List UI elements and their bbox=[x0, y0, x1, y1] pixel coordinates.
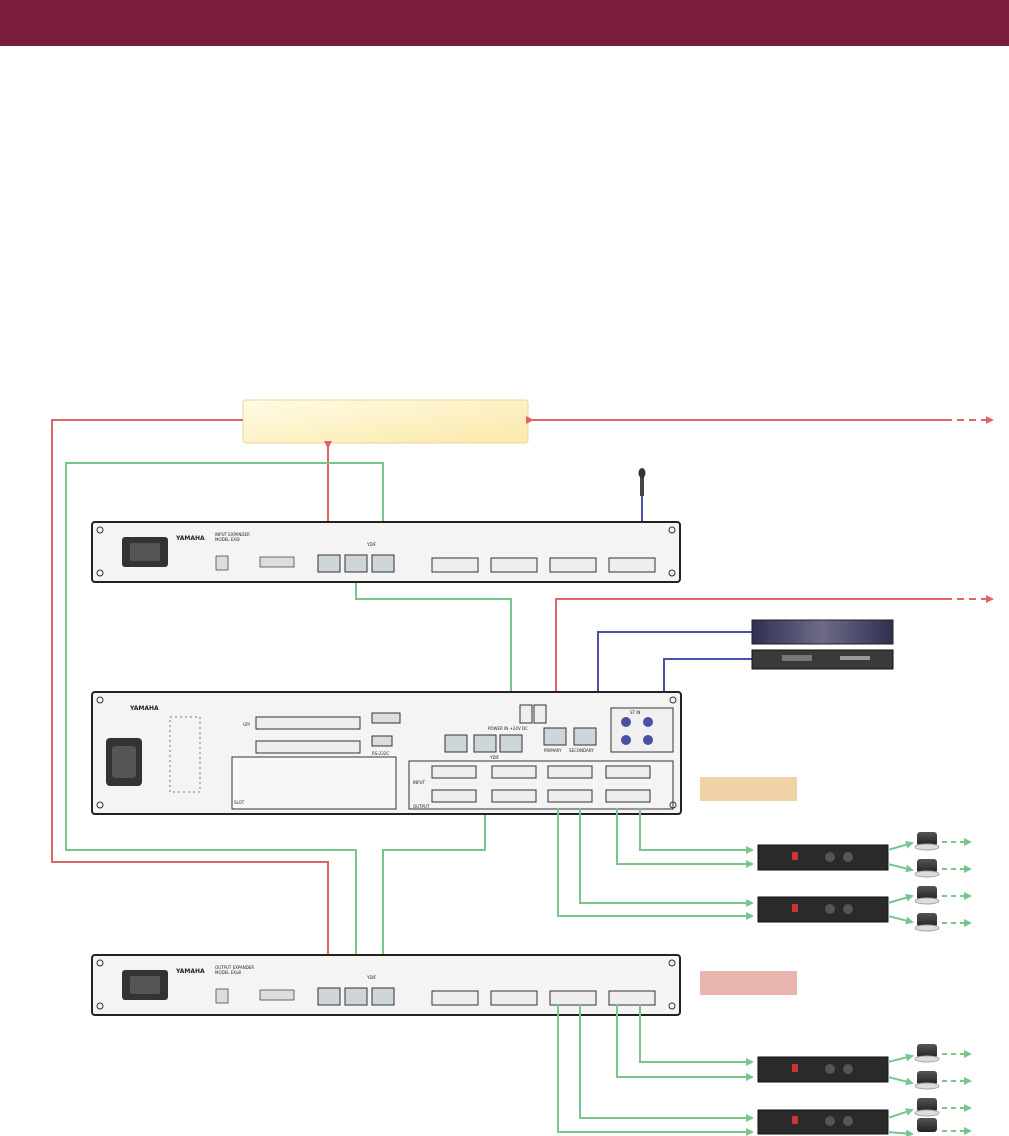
amp-cables bbox=[557, 808, 754, 1136]
dashed-arrow-icon bbox=[942, 838, 972, 1135]
source-device-1 bbox=[751, 619, 894, 645]
processor-input: INPUT bbox=[413, 780, 426, 785]
amplifier-3 bbox=[757, 1056, 889, 1083]
microphone-icon bbox=[638, 468, 646, 496]
amplifier-4 bbox=[757, 1109, 889, 1135]
input-expander-model-1: INPUT EXPANDER bbox=[215, 532, 250, 537]
output-expander-brand: YAMAHA bbox=[175, 968, 205, 975]
network-switch-box bbox=[242, 399, 529, 444]
input-expander-brand: YAMAHA bbox=[175, 535, 205, 542]
input-expander-device: YAMAHA INPUT EXPANDER MODEL EXi8 YDIF bbox=[91, 521, 681, 583]
amplifier-2 bbox=[757, 896, 889, 923]
label-box-pink bbox=[700, 971, 797, 995]
input-expander-model-2: MODEL EXi8 bbox=[215, 537, 240, 542]
amplifier-1 bbox=[757, 844, 889, 871]
processor-stin: ST IN bbox=[630, 710, 640, 715]
main-processor-device: YAMAHA GPI RS-232C SLOT POWER IN +24V DC… bbox=[91, 691, 682, 815]
speaker-icon bbox=[914, 832, 940, 1132]
label-box-tan bbox=[700, 777, 797, 801]
source-device-2 bbox=[751, 649, 894, 670]
processor-power: POWER IN +24V DC bbox=[488, 726, 528, 731]
header-bar bbox=[0, 0, 1009, 46]
processor-rs232: RS-232C bbox=[372, 751, 389, 756]
speaker-cables bbox=[887, 840, 914, 1136]
input-expander-ydif: YDIF bbox=[366, 542, 377, 547]
network-cables bbox=[51, 416, 994, 993]
processor-gpi: GPI bbox=[243, 722, 250, 727]
processor-ydif: YDIF bbox=[489, 755, 500, 760]
output-expander-model-2: MODEL EXo8 bbox=[215, 970, 241, 975]
output-expander-device: YAMAHA OUTPUT EXPANDER MODEL EXo8 YDIF bbox=[91, 954, 681, 1016]
processor-brand: YAMAHA bbox=[129, 705, 159, 712]
processor-output: OUTPUT bbox=[413, 804, 430, 809]
output-expander-ydif: YDIF bbox=[366, 975, 377, 980]
output-expander-model-1: OUTPUT EXPANDER bbox=[215, 965, 254, 970]
processor-secondary: SECONDARY bbox=[569, 748, 594, 753]
processor-slot: SLOT bbox=[234, 800, 245, 805]
processor-primary: PRIMARY bbox=[544, 748, 562, 753]
